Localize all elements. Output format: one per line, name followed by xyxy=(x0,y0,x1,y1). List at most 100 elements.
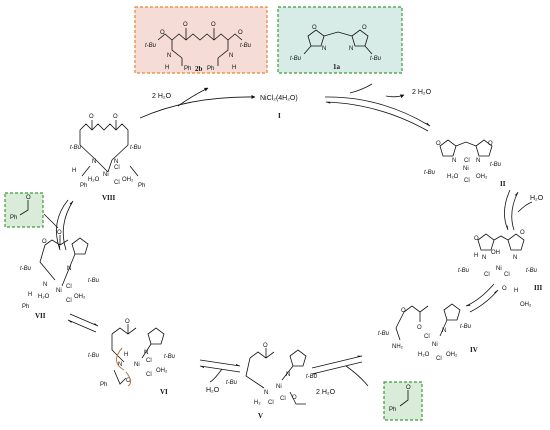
viii-ni-bonds xyxy=(95,159,113,173)
ii-n-left: N xyxy=(452,158,456,164)
vii-ni: Ni xyxy=(56,288,62,294)
iv-n: N xyxy=(442,328,446,334)
viii-tbu-right: t-Bu xyxy=(130,145,142,151)
arrow-ii-iii-fwd xyxy=(504,189,511,231)
1a-tbu-bond-right xyxy=(364,45,373,55)
iv-h2o: H₂O xyxy=(418,352,430,358)
viii-cl-2: Cl xyxy=(114,180,120,186)
iii-o-3: O xyxy=(502,286,507,292)
2b-ch-bonds xyxy=(181,58,219,66)
2b-n-right: N xyxy=(229,53,233,59)
iii-o-1: O xyxy=(474,236,479,242)
box-2b-bg xyxy=(135,7,267,73)
2b-tbu-right: t-Bu xyxy=(240,43,252,49)
iii-linker xyxy=(493,235,509,241)
compound-VI-label: VI xyxy=(160,388,168,396)
compound-VIII-label: VIII xyxy=(102,194,116,202)
arrow-i-to-ii-rev xyxy=(325,101,429,132)
compound-VII-label: VII xyxy=(35,312,46,320)
iv-o-1: O xyxy=(401,308,406,314)
vi-o-1: O xyxy=(125,319,130,325)
ii-oh2: OH₂ xyxy=(476,174,488,180)
compound-ii: O O N N Ni Cl Cl H₂O OH₂ t-Bu t-Bu II xyxy=(424,139,506,188)
vii-cl-1: Cl xyxy=(66,284,72,290)
water-iii-label: H₂O xyxy=(530,195,544,202)
vii-arms xyxy=(39,244,76,287)
v-cl-2: Cl xyxy=(268,400,274,406)
v-o-1: O xyxy=(263,343,268,349)
iii-cl-2: Cl xyxy=(504,272,510,278)
arrow-release-2b xyxy=(177,87,209,107)
arrow-water-out xyxy=(385,94,405,99)
1a-compound-label: 1a xyxy=(333,63,341,71)
v-arms xyxy=(245,357,294,389)
vii-ph: Ph xyxy=(22,304,29,310)
1a-o-left: O xyxy=(312,25,317,31)
viii-backbone xyxy=(79,123,129,131)
arrow-i-to-ii-fwd xyxy=(324,96,431,127)
arrow-iii-iv-rev xyxy=(469,289,499,313)
arrow-iii-iv-fwd xyxy=(465,283,495,307)
compound-V-label: V xyxy=(258,412,263,420)
iv-nh2: NH₂ xyxy=(392,344,404,350)
compound-I-label: I xyxy=(278,112,281,120)
ii-ring-left xyxy=(439,139,457,157)
ii-tbu-left: t-Bu xyxy=(424,170,436,176)
benz-right-bg xyxy=(384,382,422,420)
arrow-vi-v-fwd xyxy=(199,359,241,367)
1a-linker xyxy=(323,31,353,37)
arrow-vi-v-rev xyxy=(199,365,241,373)
vii-h: H xyxy=(28,292,32,298)
2b-o-3: O xyxy=(160,30,165,36)
iv-tbu-left: t-Bu xyxy=(378,331,390,337)
vi-h: H xyxy=(124,352,128,358)
compound-III-label: III xyxy=(534,284,542,292)
v-o-2: O xyxy=(292,395,297,401)
iii-ring-right xyxy=(507,233,525,251)
viii-o-2: O xyxy=(113,114,118,120)
vi-n-right: N xyxy=(144,350,148,356)
arrow-v-water xyxy=(209,368,223,383)
vi-curly-arrow-2 xyxy=(125,371,132,387)
vi-ni: Ni xyxy=(134,362,140,368)
iii-oh: OH xyxy=(491,250,500,256)
vi-oxazoline xyxy=(147,327,165,345)
compound-iii: O O OH N N H t-Bu t-Bu Ni Cl Cl O H OH₂ … xyxy=(458,230,542,308)
vi-arms xyxy=(111,334,152,363)
1a-tbu-bond-left xyxy=(303,45,312,55)
ii-linker xyxy=(455,141,477,147)
1a-tbu-left: t-Bu xyxy=(290,56,302,62)
viii-h-left: H xyxy=(72,168,76,174)
benz-left-ph: Ph xyxy=(10,215,17,221)
iv-o-2: O xyxy=(417,325,422,331)
vi-n: N xyxy=(118,362,122,368)
viii-ph-left: Ph xyxy=(80,183,87,189)
arrow-viii-vii-fwd xyxy=(56,199,69,251)
v-h2: H₂ xyxy=(254,400,261,406)
arrow-benz-left xyxy=(43,213,59,229)
compound-viii: O O t-Bu t-Bu N N Ni Cl Cl H₂O OH₂ H Ph … xyxy=(70,114,145,202)
benz-left-cho xyxy=(19,200,29,216)
arrow-vii-vi-fwd xyxy=(69,313,99,327)
arrow-benz-right xyxy=(345,365,369,387)
vi-cl-1: Cl xyxy=(146,358,152,364)
iv-backbone xyxy=(403,305,429,322)
v-n: N xyxy=(264,390,268,396)
benz-right-border xyxy=(383,381,423,421)
arrow-vii-vi-rev xyxy=(67,319,97,333)
arrow-v-iv-fwd xyxy=(311,361,363,375)
2b-h-left: H xyxy=(165,65,169,71)
1a-o-right: O xyxy=(362,25,367,31)
arrow-v-iv-rev xyxy=(311,355,363,369)
box-1a-border xyxy=(277,6,403,74)
iii-oh2: OH₂ xyxy=(520,302,532,308)
box-2b-border xyxy=(134,6,268,74)
ii-cl-1: Cl xyxy=(464,158,470,164)
iii-h-2: H xyxy=(514,288,518,294)
vii-oh2: OH₂ xyxy=(74,294,86,300)
benz-right-o: O xyxy=(406,385,411,391)
iv-cl-1: Cl xyxy=(424,334,430,340)
benzaldehyde-box-left: O Ph xyxy=(4,192,44,228)
viii-arms xyxy=(79,130,129,161)
2b-tbu-left: t-Bu xyxy=(145,43,157,49)
